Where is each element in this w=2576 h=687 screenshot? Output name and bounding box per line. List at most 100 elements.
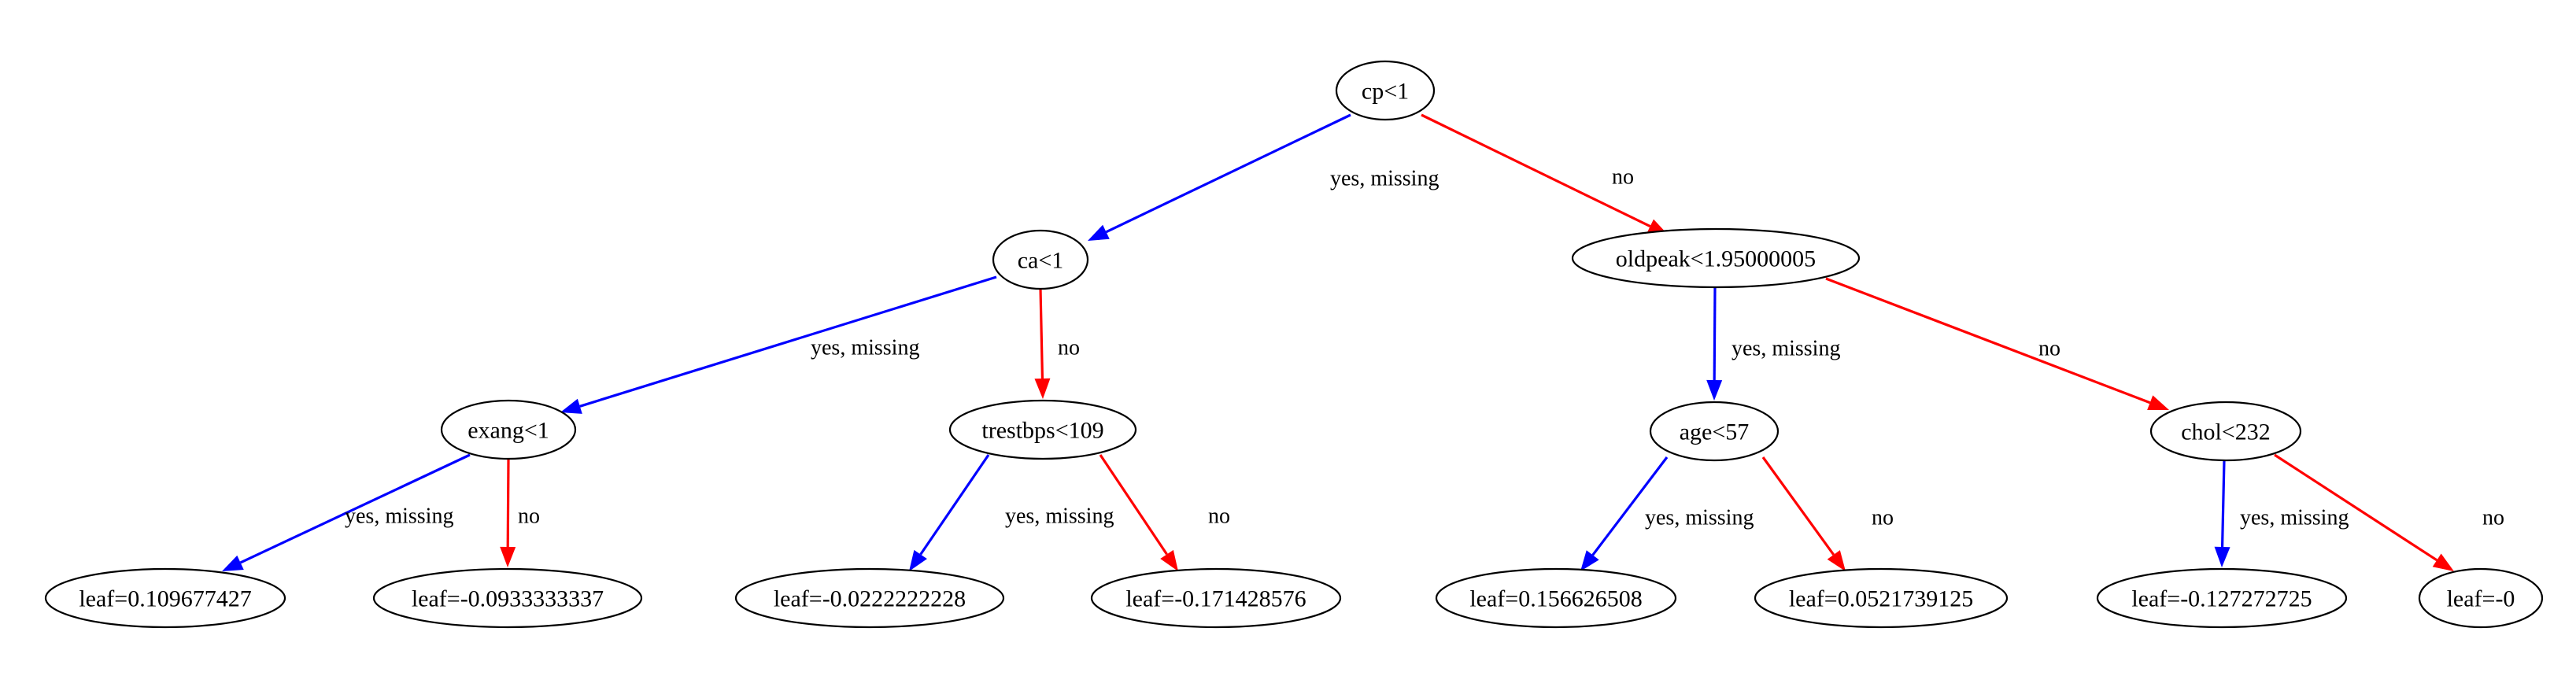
node-ellipse [734, 567, 1005, 629]
edge-label-yes: yes, missing [1732, 337, 1840, 361]
tree-node-leaf-l2[interactable]: leaf=-0.0222222228 [734, 567, 1005, 629]
node-ellipse [1435, 567, 1677, 629]
tree-node-split-n0[interactable]: cp<1 [1335, 60, 1436, 121]
node-label: leaf=-0.0933333337 [412, 586, 604, 612]
edge-arrowhead [1088, 224, 1110, 241]
node-label: age<57 [1680, 419, 1750, 445]
node-ellipse [44, 567, 286, 629]
nodes-layer: cp<1 ca<1 oldpeak<1.95000005 exang<1 trestbp… [44, 60, 2544, 629]
edge-line [1421, 113, 1651, 228]
node-ellipse [1649, 401, 1780, 462]
edge-line [1039, 288, 1044, 379]
edge-line [1105, 113, 1351, 234]
tree-node-leaf-l3[interactable]: leaf=-0.171428576 [1090, 567, 1342, 629]
node-ellipse [2096, 567, 2348, 629]
edge-line [1713, 286, 1717, 381]
tree-node-split-n3[interactable]: exang<1 [440, 399, 577, 460]
edge-label-yes: yes, missing [1005, 504, 1114, 529]
edge-arrowhead [2432, 553, 2454, 571]
node-ellipse [1090, 567, 1342, 629]
edge-arrowhead [2147, 395, 2169, 411]
edge-arrowhead [2214, 546, 2230, 567]
node-label: cp<1 [1362, 79, 1409, 105]
node-ellipse [440, 399, 577, 460]
edge-arrowhead [560, 398, 582, 414]
node-label: leaf=-0.171428576 [1125, 586, 1306, 612]
tree-edge-no [1099, 454, 1178, 571]
edge-label-yes: yes, missing [2240, 506, 2349, 530]
edge-arrowhead [909, 549, 927, 571]
edge-arrowhead [500, 546, 516, 567]
tree-edge-no [500, 458, 516, 567]
edge-label-no: no [1612, 165, 1634, 190]
node-ellipse [1571, 227, 1861, 289]
edge-arrowhead [1706, 379, 1723, 401]
tree-edge-no [1825, 277, 2169, 411]
tree-node-split-n2[interactable]: oldpeak<1.95000005 [1571, 227, 1861, 289]
tree-edge-yes [560, 275, 997, 414]
node-label: leaf=0.0521739125 [1789, 586, 1973, 612]
edge-label-yes: yes, missing [1330, 167, 1439, 191]
edge-label-no: no [1872, 506, 1894, 530]
node-label: leaf=0.156626508 [1469, 586, 1642, 612]
tree-node-leaf-l0[interactable]: leaf=0.109677427 [44, 567, 286, 629]
tree-edge-yes [1580, 456, 1669, 571]
edge-line [2220, 460, 2226, 548]
edge-label-yes: yes, missing [811, 336, 919, 360]
edge-label-yes: yes, missing [1645, 506, 1754, 530]
node-label: trestbps<109 [981, 418, 1103, 444]
edge-label-no: no [1208, 504, 1230, 529]
node-label: leaf=-0 [2447, 586, 2515, 612]
edge-line [1099, 454, 1168, 556]
edge-line [239, 453, 471, 564]
edge-label-no: no [518, 504, 540, 529]
node-label: leaf=0.109677427 [79, 586, 251, 612]
tree-node-split-n6[interactable]: chol<232 [2149, 401, 2302, 462]
tree-edge-yes [222, 453, 471, 571]
edge-labels-layer: yes, missing no yes, missing no yes, missing… [345, 165, 2504, 530]
tree-node-split-n4[interactable]: trestbps<109 [948, 399, 1137, 460]
tree-edge-no [1034, 288, 1051, 399]
tree-edge-no [1761, 456, 1846, 571]
tree-node-leaf-l7[interactable]: leaf=-0 [2418, 567, 2544, 629]
node-ellipse [372, 567, 643, 629]
tree-node-leaf-l4[interactable]: leaf=0.156626508 [1435, 567, 1677, 629]
edge-label-no: no [2482, 506, 2504, 530]
node-label: exang<1 [468, 418, 549, 444]
node-ellipse [2149, 401, 2302, 462]
node-ellipse [992, 229, 1089, 290]
edge-line [1761, 456, 1835, 556]
edge-label-no: no [1058, 336, 1080, 360]
edge-line [1825, 277, 2151, 404]
node-label: chol<232 [2181, 419, 2271, 445]
tree-node-leaf-l6[interactable]: leaf=-0.127272725 [2096, 567, 2348, 629]
tree-edge-yes [909, 454, 990, 571]
edges-layer [222, 113, 2454, 571]
tree-node-split-n5[interactable]: age<57 [1649, 401, 1780, 462]
edge-arrowhead [1580, 550, 1599, 571]
tree-node-leaf-l5[interactable]: leaf=0.0521739125 [1754, 567, 2009, 629]
edge-arrowhead [1827, 550, 1846, 571]
edge-line [1591, 456, 1669, 556]
node-label: ca<1 [1018, 248, 1064, 274]
edge-line [919, 454, 990, 556]
edge-label-no: no [2038, 337, 2060, 361]
node-ellipse [2418, 567, 2544, 629]
node-ellipse [1754, 567, 2009, 629]
tree-edge-yes [1088, 113, 1351, 241]
edge-arrowhead [1160, 549, 1178, 571]
tree-node-split-n1[interactable]: ca<1 [992, 229, 1089, 290]
node-label: leaf=-0.0222222228 [774, 586, 966, 612]
node-ellipse [1335, 60, 1436, 121]
edge-arrowhead [222, 555, 244, 571]
tree-edge-no [2274, 453, 2454, 571]
node-ellipse [948, 399, 1137, 460]
tree-edge-yes [2214, 460, 2230, 567]
edge-label-yes: yes, missing [345, 504, 453, 529]
node-label: leaf=-0.127272725 [2131, 586, 2312, 612]
tree-node-leaf-l1[interactable]: leaf=-0.0933333337 [372, 567, 643, 629]
tree-edge-yes [1706, 286, 1723, 401]
node-label: oldpeak<1.95000005 [1616, 246, 1816, 272]
